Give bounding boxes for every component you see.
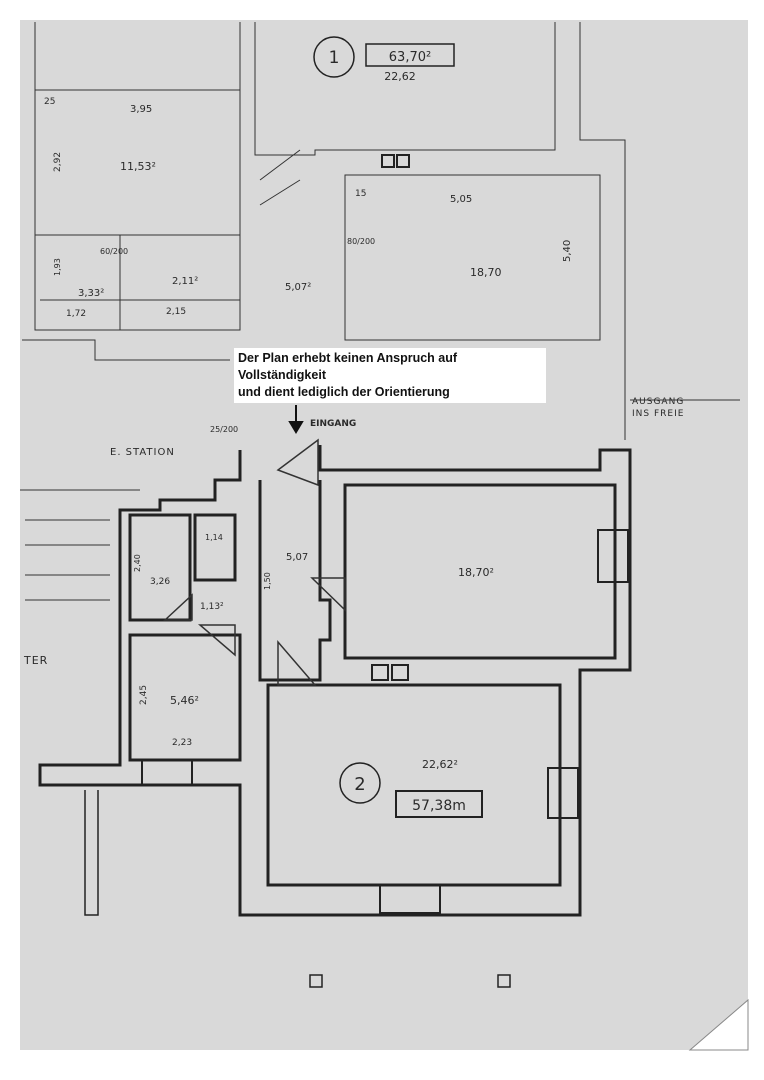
measure-room-area: 18,70² [458,566,494,579]
wall-hallway [258,480,332,682]
measure-top-left-width: 3,95 [130,104,152,115]
exit-label-1: AUSGANG [632,397,684,407]
column-right [497,974,511,988]
measure-hall-area: 5,07 [286,552,308,563]
window-top-small [381,154,410,168]
unit1-area-sub: 22,62 [384,70,416,83]
measure-door-25-200: 25/200 [210,425,238,434]
measure-top-left-mark: 25 [44,97,55,107]
wall-room-top-left [34,90,241,331]
door-swing-room2 [277,639,317,686]
door-swing-room [310,577,346,612]
unit1-area-total: 63,70² [389,50,431,65]
measure-small-area-a: 3,33² [78,288,104,299]
measure-hall-small-area: 1,13² [200,602,224,612]
page-curl [688,998,749,1051]
disclaimer-line-1: Der Plan erhebt keinen Anspruch auf Voll… [238,351,458,382]
measure-bath-width: 2,40 [133,554,142,572]
measure-small-height: 1,93 [53,258,62,276]
unit2-area-box [395,790,483,818]
plan-paper [20,20,748,1050]
unit1-number: 1 [329,48,340,68]
measure-small-width-b: 2,15 [166,307,186,317]
measure-small-door: 60/200 [100,247,128,256]
door-swing-bath [163,593,193,621]
disclaimer-notice: Der Plan erhebt keinen Anspruch auf Voll… [234,348,546,403]
measure-small-area-b: 2,11² [172,276,198,287]
door-swing-entrance [276,438,319,487]
door-swing-left [197,624,236,657]
measure-top-left-area: 11,53² [120,160,156,173]
unit1-circle [313,36,355,78]
station-label: E. STATION [110,447,175,458]
stair-marks [259,149,301,206]
wall-wc [193,513,237,582]
ter-label: TER [23,654,48,667]
measure-room-left-width: 2,23 [172,738,192,748]
wall-big-room-top [344,174,601,341]
measure-wc-area: 1,14 [205,533,223,542]
entrance-arrow-icon [288,421,304,434]
wall-top-left [34,22,241,91]
unit2-circle [339,762,381,804]
wall-hall-top [254,22,556,156]
measure-mark-15: 15 [355,189,366,199]
wall-small-rooms [35,234,240,330]
pillar-left [84,790,99,916]
measure-top-left-height: 2,92 [53,152,63,172]
wall-room-left [128,633,242,762]
exit-label-2: INS FREIE [632,409,684,419]
window-bottom [379,884,441,914]
measure-bath-area: 3,26 [150,577,170,587]
window-left [141,759,193,786]
entrance-label: EINGANG [310,419,356,429]
unit2-area-total: 57,38m [412,798,466,814]
measure-big-room-area-top: 18,70 [470,266,502,279]
window-small [371,664,409,681]
wall-room-2 [266,683,562,887]
measure-room-left-area: 5,46² [170,694,199,707]
window-right [597,529,629,583]
wall-right-top [579,22,626,440]
measure-hall-width: 1,50 [263,572,272,590]
disclaimer-line-2: und dient lediglich der Orientierung [238,385,450,399]
wall-left-mid [20,489,140,601]
measure-door-80-200: 80/200 [347,237,375,246]
unit2-area-sub: 22,62² [422,758,458,771]
measure-room-left-height: 2,45 [139,685,149,705]
unit1-area-box [365,43,455,67]
measure-hall-area-top: 5,07² [285,282,311,293]
wall-mid-left [22,339,230,361]
unit2-number: 2 [354,774,365,795]
window-room2 [547,767,579,819]
column-left [309,974,323,988]
measure-big-room-width: 5,05 [450,194,472,205]
measure-small-width-a: 1,72 [66,309,86,319]
wall-unit2-outer [38,445,632,917]
measure-big-room-height: 5,40 [562,240,573,262]
